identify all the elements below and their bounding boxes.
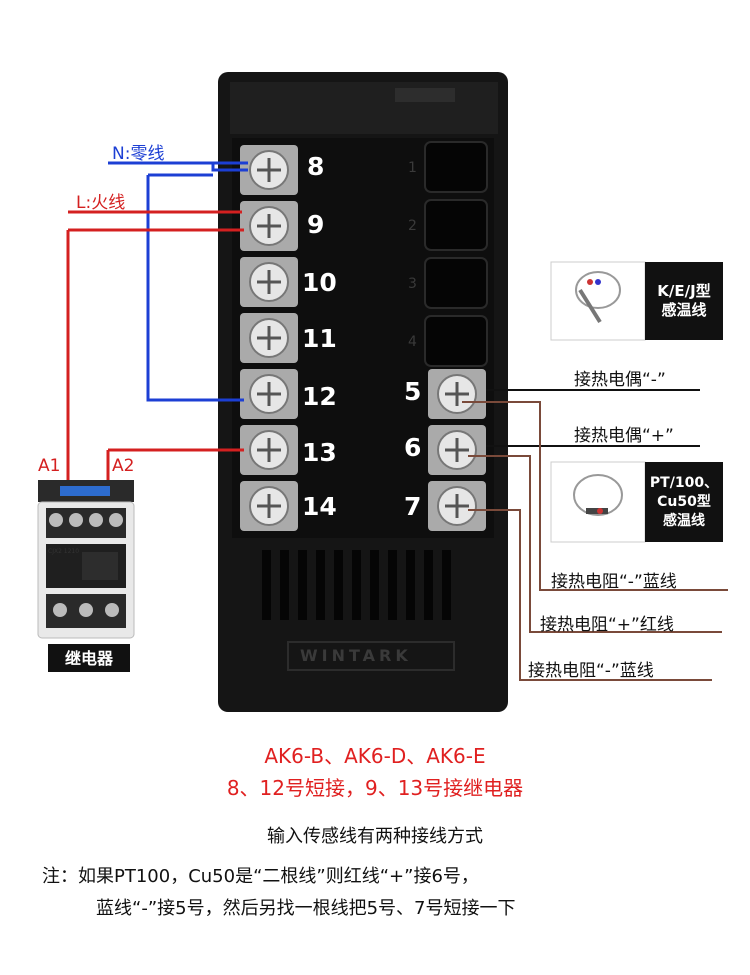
- terminal-screw: [428, 369, 486, 419]
- thermocouple-type-label: K/E/J型 感温线: [645, 262, 723, 340]
- relay-coil-a1-label: A1: [38, 456, 61, 476]
- terminal-number-6: 6: [404, 433, 422, 462]
- terminal-number-11: 11: [302, 324, 337, 353]
- note-line-2: 蓝线“-”接5号，然后另找一根线把5号、7号短接一下: [96, 898, 516, 919]
- rtd-plus-red-label: 接热电阻“+”红线: [540, 615, 674, 635]
- thermocouple-minus-label: 接热电偶“-”: [574, 370, 666, 390]
- thermocouple-sensor: [550, 261, 646, 341]
- relay-label: 继电器: [48, 644, 130, 672]
- terminal-number-10: 10: [302, 268, 337, 297]
- slot-number-4: 4: [408, 334, 417, 350]
- rtd-minus-blue-label-1: 接热电阻“-”蓝线: [551, 572, 677, 592]
- terminal-screw: [240, 481, 298, 531]
- brand-mark: WINTARK: [300, 646, 412, 665]
- terminal-screw: [240, 257, 298, 307]
- terminal-number-12: 12: [302, 382, 337, 411]
- terminal-number-13: 13: [302, 438, 337, 467]
- relay-contactor: [37, 480, 135, 639]
- terminal-number-9: 9: [307, 210, 325, 239]
- vent-grille: [262, 550, 451, 620]
- terminal-number-5: 5: [404, 377, 422, 406]
- note-line-1: 注：如果PT100，Cu50是“二根线”则红线“+”接6号，: [42, 866, 479, 887]
- slot-number-3: 3: [408, 276, 417, 292]
- rtd-minus-blue-label-2: 接热电阻“-”蓝线: [528, 661, 654, 681]
- slot-number-2: 2: [408, 218, 417, 234]
- terminal-screw: [428, 481, 486, 531]
- note-intro: 输入传感线有两种接线方式: [267, 826, 483, 847]
- terminal-number-14: 14: [302, 492, 337, 521]
- thermocouple-plus-label: 接热电偶“+”: [574, 426, 674, 446]
- neutral-wire-label: N:零线: [112, 144, 165, 164]
- left-terminal-block: [240, 145, 298, 531]
- terminal-screw: [240, 313, 298, 363]
- terminal-number-8: 8: [307, 152, 325, 181]
- wiring-caption: 8、12号短接，9、13号接继电器: [226, 776, 524, 800]
- terminal-screw: [240, 369, 298, 419]
- right-terminal-block: [428, 369, 486, 531]
- live-wire-label: L:火线: [76, 193, 126, 213]
- terminal-screw: [240, 425, 298, 475]
- rtd-wires: [462, 401, 728, 681]
- relay-coil-a2-label: A2: [112, 456, 135, 476]
- terminal-screw: [240, 201, 298, 251]
- rtd-sensor: [550, 461, 646, 543]
- empty-slots: [424, 141, 488, 367]
- rtd-type-label: PT/100、 Cu50型 感温线: [645, 462, 723, 542]
- live-wire: [66, 210, 244, 490]
- terminal-number-7: 7: [404, 492, 422, 521]
- terminal-screw: [240, 145, 298, 195]
- relay-model-text: CJX2 1210: [48, 548, 80, 555]
- model-caption: AK6-B、AK6-D、AK6-E: [264, 744, 486, 768]
- slot-number-1: 1: [408, 160, 417, 176]
- terminal-screw: [428, 425, 486, 475]
- neutral-wire: [108, 161, 248, 402]
